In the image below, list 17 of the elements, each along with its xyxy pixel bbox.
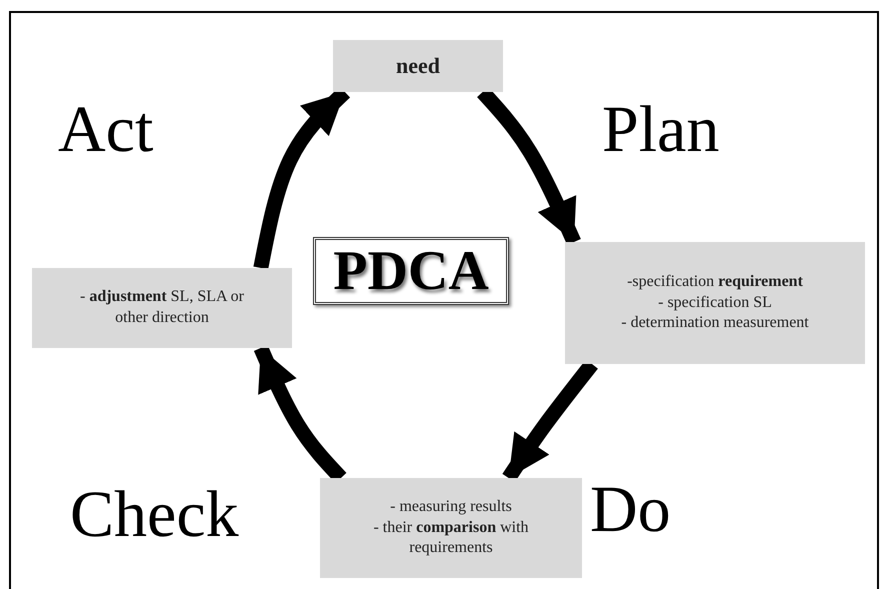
phase-label: Act [58,97,154,163]
text-box [320,478,582,578]
phase-label: Check [70,482,239,548]
pdca-label: PDCA [333,243,489,299]
box-text: need [396,52,440,80]
box-text: - specification SL [658,292,772,313]
phase-label: Plan [602,97,720,163]
box-text: -specification requirement [627,272,803,292]
box-text: - adjustment SL, SLA or other direction [78,287,245,328]
framed-box [313,237,509,305]
text-box [32,268,292,348]
text-box [565,242,865,364]
box-text: - measuring results [390,496,512,517]
text-box [333,40,503,92]
phase-label: Do [590,477,671,543]
box-text: - determination measurement [621,313,809,334]
box-text: - their comparison with requirements [372,518,530,558]
